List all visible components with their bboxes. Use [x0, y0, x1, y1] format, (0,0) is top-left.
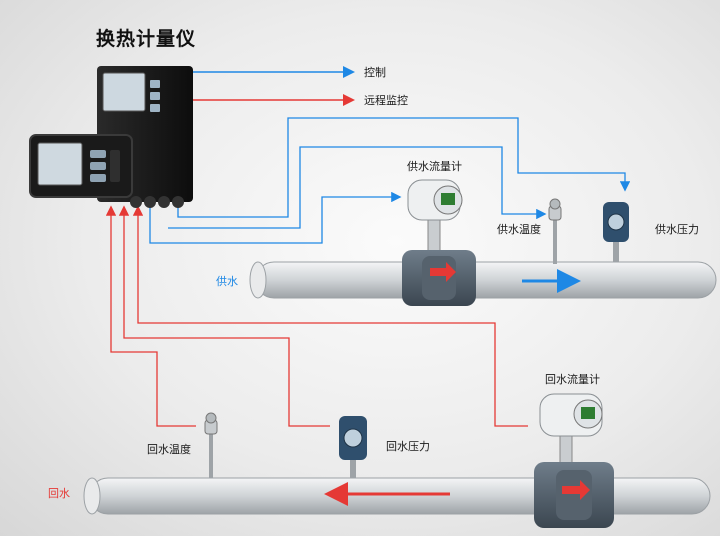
supply-pipe [249, 261, 717, 299]
supply-flowmeter-label: 供水流量计 [407, 160, 462, 173]
supply-pressure-device [603, 202, 629, 262]
page-title: 换热计量仪 [96, 28, 197, 50]
supply-pipe-label: 供水 [216, 275, 238, 288]
supply-flow-signal-line [149, 191, 402, 244]
supply-pressure-signal-line [177, 117, 631, 218]
supply-pressure-label: 供水压力 [655, 223, 699, 236]
return-pipe-label: 回水 [48, 487, 70, 500]
heat-meter-device [29, 66, 193, 208]
supply-temp-sensor-device [548, 198, 562, 264]
return-flowmeter-label: 回水流量计 [545, 373, 600, 386]
supply-flowmeter-device [402, 179, 476, 306]
return-pressure-device [339, 416, 367, 478]
return-flow-signal-line [132, 205, 528, 427]
return-pressure-signal-line [118, 205, 330, 427]
return-pipe [83, 477, 711, 515]
supply-temp-signal-line [168, 146, 547, 229]
return-pressure-label: 回水压力 [386, 440, 430, 453]
return-temp-signal-line [105, 205, 196, 427]
return-temp-label: 回水温度 [147, 443, 191, 456]
return-temp-sensor-device [204, 412, 218, 478]
supply-temp-label: 供水温度 [497, 223, 541, 236]
return-flowmeter-device [534, 393, 614, 528]
remote-monitoring-label: 远程监控 [364, 94, 408, 107]
control-output-label: 控制 [364, 66, 386, 79]
